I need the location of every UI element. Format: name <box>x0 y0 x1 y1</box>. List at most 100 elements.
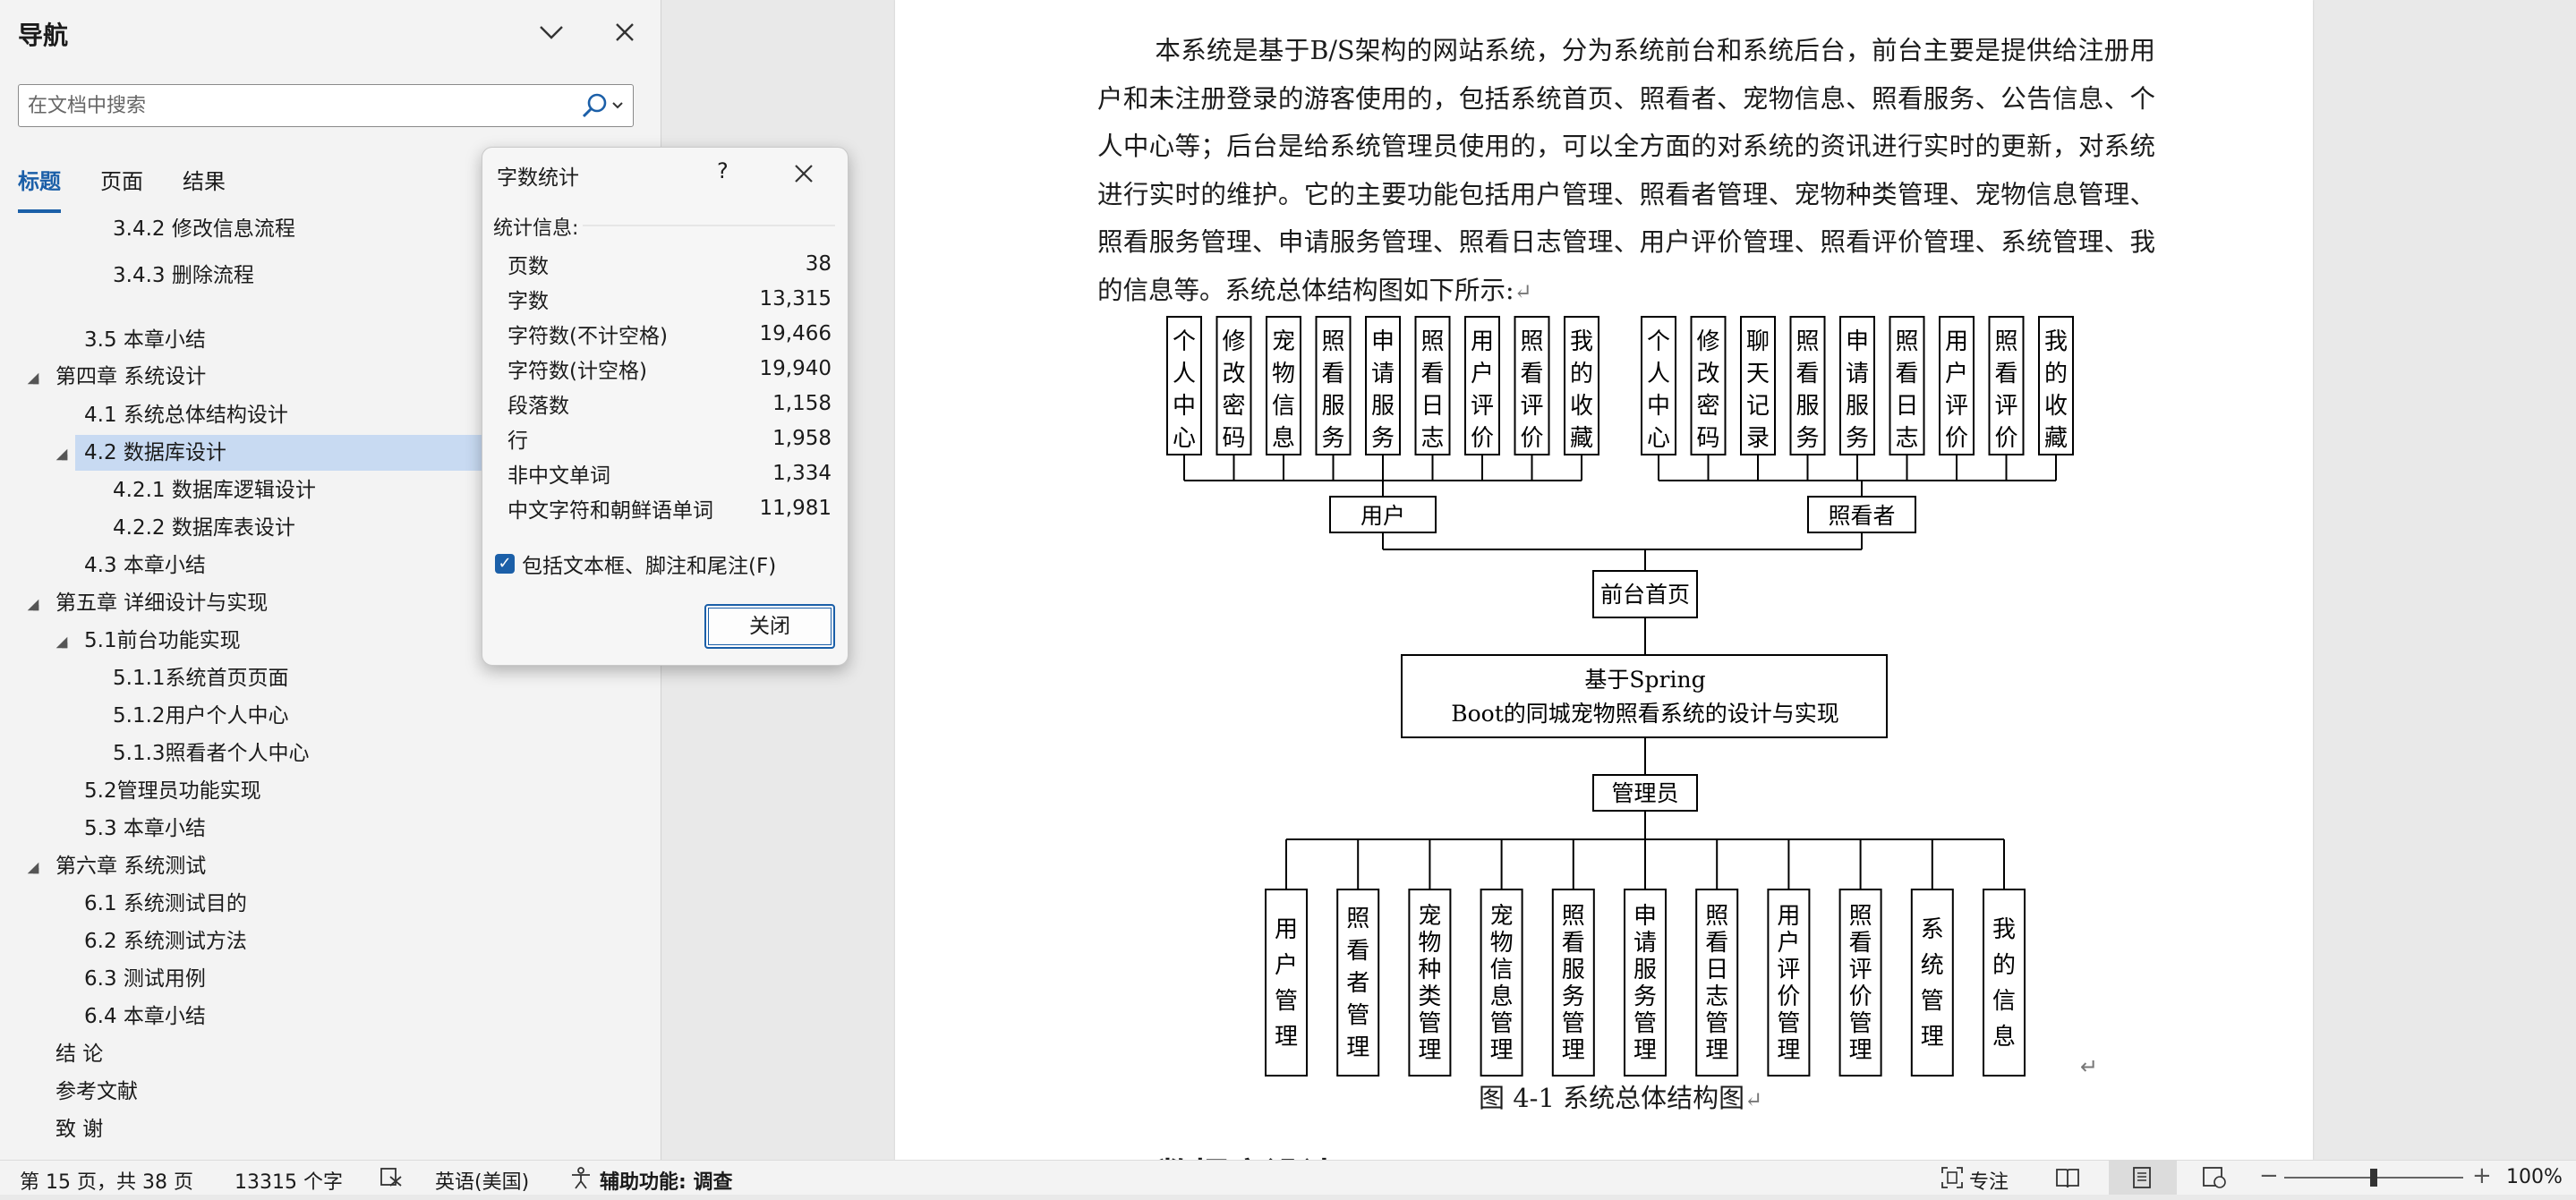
zoom-level[interactable]: 100% <box>2506 1166 2563 1188</box>
node-char: 录 <box>1746 425 1770 452</box>
tree-item[interactable]: 3.4.3 删除流程 <box>0 258 644 294</box>
node-char: 管 <box>1633 1010 1657 1037</box>
admin-function-box <box>1336 889 1380 1077</box>
tree-item[interactable]: 结 论 <box>0 1036 644 1072</box>
help-button[interactable]: ? <box>717 158 729 183</box>
statistic-label: 页数 <box>508 254 549 278</box>
node-char: 管 <box>1275 988 1298 1015</box>
tree-item[interactable]: 5.1.1系统首页页面 <box>0 660 644 696</box>
zoom-in-icon[interactable]: + <box>2472 1162 2492 1189</box>
node-char: 评 <box>1520 393 1543 420</box>
tree-item[interactable]: 6.1 系统测试目的 <box>0 886 644 922</box>
tree-item[interactable]: 4.2.2 数据库表设计 <box>0 510 644 546</box>
admin-function-box <box>1910 889 1954 1077</box>
tree-item[interactable]: 4.3 本章小结 <box>0 548 644 583</box>
tree-item[interactable]: 4.2.1 数据库逻辑设计 <box>0 472 644 508</box>
node-label: Boot的同城宠物照看系统的设计与实现 <box>1451 701 1839 727</box>
paragraph-mark-icon: ↵ <box>2080 1054 2099 1079</box>
tree-item[interactable]: 4.1 系统总体结构设计 <box>0 397 644 433</box>
section-heading: 4.2 数据库设计 <box>1097 1147 1336 1160</box>
tree-item[interactable]: 5.3 本章小结 <box>0 811 644 847</box>
node-char: 理 <box>1418 1037 1441 1064</box>
caretaker-node <box>1807 496 1916 533</box>
print-layout-icon[interactable] <box>2109 1161 2177 1195</box>
node-char: 理 <box>1633 1037 1657 1064</box>
node-char: 修 <box>1696 328 1719 355</box>
node-char: 聊 <box>1746 328 1770 355</box>
node-char: 务 <box>1796 425 1819 452</box>
tree-item[interactable]: 5.1.2用户个人中心 <box>0 698 644 734</box>
admin-function-box <box>1767 889 1811 1077</box>
statistic-label: 字符数(不计空格) <box>508 324 668 348</box>
expand-triangle-icon[interactable] <box>27 862 39 874</box>
node-char: 统 <box>1921 952 1944 979</box>
tree-item[interactable]: 第五章 详细设计与实现 <box>0 585 644 621</box>
search-icon[interactable] <box>579 90 624 121</box>
search-input[interactable] <box>26 90 567 121</box>
read-mode-icon[interactable] <box>2055 1166 2080 1195</box>
node-char: 码 <box>1696 425 1719 452</box>
expand-triangle-icon[interactable] <box>27 599 39 611</box>
node-char: 管 <box>1921 988 1944 1015</box>
tree-item[interactable]: 6.2 系统测试方法 <box>0 923 644 959</box>
expand-triangle-icon[interactable] <box>55 636 68 649</box>
focus-mode-button[interactable]: 专注 <box>1969 1171 2009 1194</box>
node-char: 评 <box>1849 957 1872 983</box>
tree-item[interactable]: 6.4 本章小结 <box>0 999 644 1034</box>
dialog-title: 字数统计 <box>497 166 579 190</box>
statistic-label: 字符数(计空格) <box>508 359 647 383</box>
node-char: 看 <box>1796 361 1819 387</box>
node-char: 管 <box>1418 1010 1441 1037</box>
tree-item[interactable]: 参考文献 <box>0 1074 644 1110</box>
tree-item[interactable]: 6.3 测试用例 <box>0 961 644 997</box>
close-icon[interactable] <box>607 14 643 50</box>
expand-triangle-icon[interactable] <box>55 448 68 461</box>
page-indicator[interactable]: 第 15 页，共 38 页 <box>20 1171 193 1194</box>
accessibility-indicator[interactable]: 辅助功能: 调查 <box>600 1171 733 1194</box>
node-char: 修 <box>1222 328 1245 355</box>
close-button[interactable]: 关闭 <box>704 604 835 649</box>
node-char: 宠 <box>1272 328 1295 355</box>
tree-item[interactable]: 5.1前台功能实现 <box>0 623 644 659</box>
chevron-down-icon[interactable] <box>533 14 569 50</box>
tree-item[interactable]: 3.4.2 修改信息流程 <box>0 218 644 247</box>
zoom-out-icon[interactable]: − <box>2259 1162 2279 1189</box>
node-char: 个 <box>1173 328 1196 355</box>
node-char: 服 <box>1846 393 1869 420</box>
node-char: 户 <box>1945 361 1968 387</box>
node-char: 的 <box>1570 361 1593 387</box>
tree-item[interactable]: 第六章 系统测试 <box>0 848 644 884</box>
node-char: 的 <box>2044 361 2068 387</box>
node-label: 基于Spring <box>1584 667 1705 693</box>
tree-item[interactable]: 致 谢 <box>0 1111 644 1147</box>
admin-function-box <box>1265 889 1308 1077</box>
focus-icon[interactable] <box>1941 1166 1964 1195</box>
tree-item[interactable]: 5.2管理员功能实现 <box>0 773 644 809</box>
tab-pages[interactable]: 页面 <box>100 169 143 194</box>
node-char: 管 <box>1490 1010 1514 1037</box>
tree-item-label: 6.1 系统测试目的 <box>84 892 247 915</box>
tree-item[interactable]: 4.2 数据库设计 <box>55 435 494 471</box>
node-char: 物 <box>1418 930 1441 957</box>
dialog-close-icon[interactable] <box>787 157 821 191</box>
accessibility-icon[interactable] <box>569 1166 593 1195</box>
web-layout-icon[interactable] <box>2202 1166 2227 1195</box>
word-count-indicator[interactable]: 13315 个字 <box>235 1171 343 1194</box>
expand-triangle-icon[interactable] <box>27 372 39 385</box>
node-char: 息 <box>1272 425 1295 452</box>
tab-results[interactable]: 结果 <box>183 169 226 194</box>
include-textboxes-checkbox[interactable]: ✓ 包括文本框、脚注和尾注(F) <box>495 549 776 579</box>
tree-item[interactable]: 5.1.3照看者个人中心 <box>0 736 644 771</box>
function-box <box>1166 316 1202 455</box>
zoom-slider[interactable] <box>2284 1161 2463 1195</box>
tree-item[interactable]: 第四章 系统设计 <box>0 359 644 395</box>
language-indicator[interactable]: 英语(美国) <box>435 1171 530 1194</box>
tab-headings[interactable]: 标题 <box>18 166 61 213</box>
proofing-icon[interactable] <box>380 1166 403 1193</box>
tree-item[interactable]: 3.5 本章小结 <box>0 322 644 358</box>
node-char: 照 <box>1849 903 1872 930</box>
function-box <box>1464 316 1500 455</box>
checkmark-icon: ✓ <box>495 554 515 574</box>
